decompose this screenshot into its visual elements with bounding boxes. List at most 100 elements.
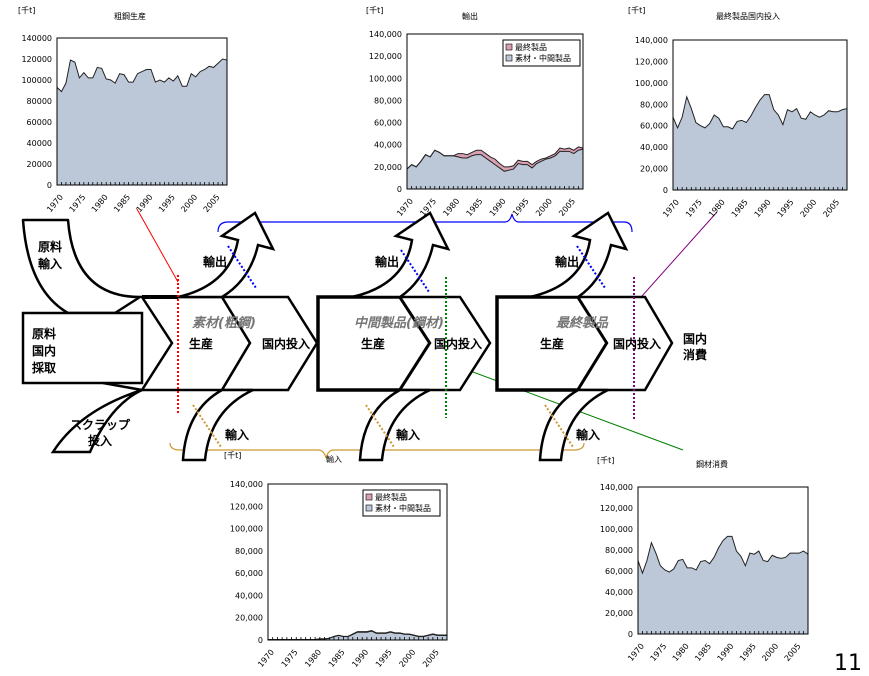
x-tick-label: 1980: [441, 197, 461, 218]
y-tick-label: 100,000: [230, 525, 263, 534]
y-tick-label: 100000: [21, 76, 52, 85]
y-tick-label: 100,000: [369, 74, 402, 83]
stage2-domestic-input-chevron: [397, 295, 492, 392]
raw-import-label-2: 輸入: [38, 256, 62, 271]
import-brace: [169, 442, 585, 459]
stage3-domestic-input-label: 国内投入: [613, 336, 661, 351]
x-tick-label: 1985: [730, 198, 750, 219]
legend-box: [362, 489, 441, 517]
x-tick-label: 1990: [753, 198, 773, 219]
x-tick-label: 1970: [626, 642, 646, 663]
stage3-name: 最終製品: [556, 315, 609, 331]
chart-unit: [千t]: [366, 5, 383, 15]
x-tick-label: 1980: [90, 193, 110, 214]
chart-unit: [千t]: [224, 450, 241, 460]
x-tick-label: 1995: [738, 642, 758, 663]
production-leader-line: [136, 208, 179, 283]
x-tick-label: 2000: [798, 198, 818, 219]
chart-unit: [千t]: [597, 455, 614, 465]
chart-4: 輸入[千t]020,00040,00060,00080,000100,00012…: [224, 450, 448, 669]
stage1-import-arrow: [181, 388, 254, 462]
stage2-export-label: 輸出: [375, 254, 399, 269]
export-marker-2: [400, 249, 430, 293]
x-tick-label: 2005: [557, 197, 577, 218]
stage1-domestic-input-label: 国内投入: [262, 336, 310, 351]
legend-label: 素材・中間製品: [375, 503, 431, 513]
y-tick-label: 60,000: [640, 122, 668, 131]
stage1-production-label: 生産: [189, 336, 213, 351]
x-tick-label: 2000: [179, 193, 199, 214]
chart-title: 鋼材消費: [696, 459, 728, 469]
x-tick-label: 2005: [421, 648, 441, 669]
domestic-consumption-label-2: 消費: [683, 347, 707, 362]
domestic-consumption-label-1: 国内: [683, 331, 707, 346]
y-tick-label: 140000: [21, 34, 52, 43]
raw-domestic-label-3: 採取: [32, 360, 56, 375]
legend-swatch: [365, 504, 373, 512]
scrap-arrow: [50, 381, 147, 454]
x-tick-label: 2000: [397, 648, 417, 669]
y-tick-label: 20,000: [374, 163, 402, 172]
import-marker-2: [365, 404, 395, 448]
legend-label: 最終製品: [515, 42, 547, 52]
raw-domestic-label-2: 国内: [32, 343, 56, 358]
y-tick-label: 140,000: [600, 483, 633, 492]
y-tick-label: 0: [397, 185, 402, 194]
stage3-export-arrow: [529, 211, 629, 299]
series-line-粗鋼生産: [56, 58, 228, 93]
x-tick-label: 1975: [648, 642, 668, 663]
legend-label: 素材・中間製品: [515, 53, 571, 63]
stage2-production-label: 生産: [361, 336, 385, 351]
y-tick-label: 20,000: [605, 609, 633, 618]
import-marker-3: [544, 404, 574, 448]
final-input-leader-line: [633, 211, 718, 306]
x-tick-label: 1995: [776, 198, 796, 219]
page-number: 11: [834, 651, 862, 676]
y-tick-label: 40,000: [640, 143, 668, 152]
charts-layer: 粗鋼生産[千t]02000040000600008000010000012000…: [18, 5, 848, 669]
x-tick-label: 2000: [760, 642, 780, 663]
x-tick-label: 1975: [67, 193, 87, 214]
y-tick-label: 120000: [21, 55, 52, 64]
area-素材・中間製品: [407, 149, 583, 189]
y-tick-label: 40,000: [374, 141, 402, 150]
y-tick-label: 100,000: [635, 79, 668, 88]
x-tick-label: 1985: [465, 197, 485, 218]
y-tick-label: 40,000: [235, 591, 263, 600]
y-tick-label: 20,000: [640, 165, 668, 174]
stage1-import-label: 輸入: [225, 427, 249, 442]
x-tick-label: 2005: [821, 198, 841, 219]
y-tick-label: 80,000: [605, 546, 633, 555]
y-tick-label: 100,000: [600, 525, 633, 534]
chart-unit: [千t]: [628, 5, 645, 15]
area-最終製品国内投入: [673, 94, 847, 190]
stage2-name: 中間製品(鋼材): [354, 315, 444, 331]
area-素材・中間製品: [268, 631, 447, 640]
x-tick-label: 1985: [112, 193, 132, 214]
stage3-domestic-input-chevron: [575, 295, 674, 392]
legend-swatch: [365, 493, 373, 501]
export-brace: [217, 213, 633, 233]
legend-box: [502, 39, 581, 67]
x-tick-label: 1980: [303, 648, 323, 669]
series-line-最終製品: [268, 630, 447, 640]
chart-3: 最終製品国内投入[千t]020,00040,00060,00080,000100…: [628, 5, 848, 219]
x-tick-label: 1970: [661, 198, 681, 219]
y-tick-label: 140,000: [369, 30, 402, 39]
x-tick-label: 1985: [693, 642, 713, 663]
x-tick-label: 1975: [280, 648, 300, 669]
x-tick-label: 1990: [350, 648, 370, 669]
area-粗鋼生産: [57, 59, 227, 185]
x-tick-label: 1995: [157, 193, 177, 214]
x-tick-label: 2005: [783, 642, 803, 663]
scrap-label-2: 投入: [88, 433, 112, 448]
y-tick-label: 0: [663, 186, 668, 195]
x-tick-label: 1995: [511, 197, 531, 218]
x-tick-label: 1970: [395, 197, 415, 218]
stage2-export-arrow: [351, 211, 451, 299]
y-tick-label: 20000: [27, 160, 52, 169]
